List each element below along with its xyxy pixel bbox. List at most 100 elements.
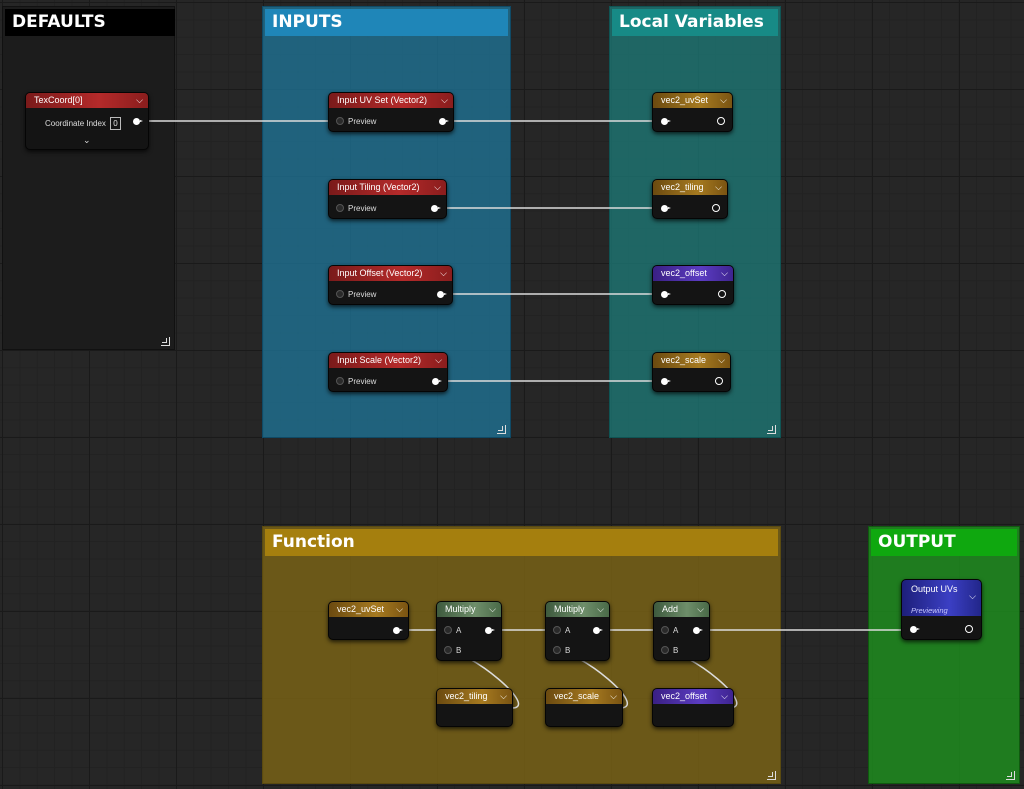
resize-grip-icon[interactable] xyxy=(767,771,776,780)
node-header: Multiply ⌵ xyxy=(437,602,501,617)
comment-title-inputs: INPUTS xyxy=(265,9,508,36)
input-pin-icon[interactable] xyxy=(661,205,671,212)
input-pin-a-icon[interactable] xyxy=(661,626,669,634)
chevron-down-icon[interactable]: ⌵ xyxy=(441,95,448,105)
node-header: Input Offset (Vector2) ⌵ xyxy=(329,266,452,281)
input-node-scale[interactable]: Input Scale (Vector2) ⌵ Preview xyxy=(328,352,448,392)
add-node[interactable]: Add ⌵ A B xyxy=(653,601,710,661)
node-header: TexCoord[0] ⌵ xyxy=(26,93,148,108)
input-node-tiling[interactable]: Input Tiling (Vector2) ⌵ Preview xyxy=(328,179,447,219)
node-header: Output UVs Previewing ⌵ xyxy=(902,580,981,616)
node-title: Input UV Set (Vector2) xyxy=(337,95,428,105)
input-pin-icon[interactable] xyxy=(910,626,920,633)
multiply-node-1[interactable]: Multiply ⌵ A B xyxy=(436,601,502,661)
output-pin-icon[interactable] xyxy=(965,625,973,633)
chevron-down-icon[interactable]: ⌵ xyxy=(435,355,442,365)
get-node-scale[interactable]: vec2_scale ⌵ xyxy=(545,688,623,727)
preview-pin-icon[interactable] xyxy=(336,117,344,125)
output-pin-icon[interactable] xyxy=(718,290,726,298)
node-header: Add ⌵ xyxy=(654,602,709,617)
resize-grip-icon[interactable] xyxy=(497,425,506,434)
node-header: Multiply ⌵ xyxy=(546,602,609,617)
node-subtitle: Previewing xyxy=(911,606,948,615)
comment-output[interactable]: OUTPUT xyxy=(868,526,1020,784)
input-pin-a-icon[interactable] xyxy=(444,626,452,634)
local-var-node-tiling[interactable]: vec2_tiling ⌵ xyxy=(652,179,728,219)
texcoord-node[interactable]: TexCoord[0] ⌵ Coordinate Index 0 ⌄ xyxy=(25,92,149,150)
preview-pin-icon[interactable] xyxy=(336,377,344,385)
chevron-down-icon[interactable]: ⌵ xyxy=(500,691,507,701)
input-pin-a-icon[interactable] xyxy=(553,626,561,634)
node-header: vec2_tiling ⌵ xyxy=(653,180,727,195)
output-pin-icon[interactable] xyxy=(393,627,403,634)
comment-title-function: Function xyxy=(265,529,778,556)
input-pin-b-icon[interactable] xyxy=(444,646,452,654)
preview-label: Preview xyxy=(348,377,377,386)
local-var-node-offset[interactable]: vec2_offset ⌵ xyxy=(652,265,734,305)
input-node-offset[interactable]: Input Offset (Vector2) ⌵ Preview xyxy=(328,265,453,305)
output-pin-icon[interactable] xyxy=(439,118,449,125)
preview-pin-icon[interactable] xyxy=(336,290,344,298)
chevron-down-icon[interactable]: ⌄ xyxy=(83,135,91,145)
output-pin-icon[interactable] xyxy=(133,118,143,125)
input-pin-b-icon[interactable] xyxy=(553,646,561,654)
node-header: vec2_uvSet ⌵ xyxy=(329,602,408,617)
chevron-down-icon[interactable]: ⌵ xyxy=(610,691,617,701)
node-header: Input UV Set (Vector2) ⌵ xyxy=(329,93,453,108)
output-pin-icon[interactable] xyxy=(437,291,447,298)
output-pin-icon[interactable] xyxy=(717,117,725,125)
resize-grip-icon[interactable] xyxy=(161,337,170,346)
multiply-node-2[interactable]: Multiply ⌵ A B xyxy=(545,601,610,661)
input-pin-icon[interactable] xyxy=(661,378,671,385)
node-title: vec2_tiling xyxy=(661,182,704,192)
pin-label-a: A xyxy=(456,626,462,635)
preview-pin-icon[interactable] xyxy=(336,204,344,212)
chevron-down-icon[interactable]: ⌵ xyxy=(396,604,403,614)
chevron-down-icon[interactable]: ⌵ xyxy=(489,604,496,614)
output-pin-icon[interactable] xyxy=(715,377,723,385)
get-node-tiling[interactable]: vec2_tiling ⌵ xyxy=(436,688,513,727)
input-pin-b-icon[interactable] xyxy=(661,646,669,654)
output-pin-icon[interactable] xyxy=(485,627,495,634)
get-node-uvset[interactable]: vec2_uvSet ⌵ xyxy=(328,601,409,640)
chevron-down-icon[interactable]: ⌵ xyxy=(597,604,604,614)
comment-local-variables[interactable]: Local Variables xyxy=(609,6,781,438)
chevron-down-icon[interactable]: ⌵ xyxy=(721,268,728,278)
chevron-down-icon[interactable]: ⌵ xyxy=(697,604,704,614)
chevron-down-icon[interactable]: ⌵ xyxy=(720,95,727,105)
chevron-down-icon[interactable]: ⌵ xyxy=(715,182,722,192)
output-pin-icon[interactable] xyxy=(432,378,442,385)
comment-title-defaults: DEFAULTS xyxy=(5,9,175,36)
input-pin-icon[interactable] xyxy=(661,291,671,298)
output-pin-icon[interactable] xyxy=(693,627,703,634)
node-header: vec2_scale ⌵ xyxy=(546,689,622,704)
chevron-down-icon[interactable]: ⌵ xyxy=(440,268,447,278)
node-title: Input Tiling (Vector2) xyxy=(337,182,420,192)
get-node-offset[interactable]: vec2_offset ⌵ xyxy=(652,688,734,727)
output-pin-icon[interactable] xyxy=(431,205,441,212)
coordinate-index-label: Coordinate Index xyxy=(45,119,106,128)
resize-grip-icon[interactable] xyxy=(1006,771,1015,780)
output-uvs-node[interactable]: Output UVs Previewing ⌵ xyxy=(901,579,982,640)
resize-grip-icon[interactable] xyxy=(767,425,776,434)
chevron-down-icon[interactable]: ⌵ xyxy=(434,182,441,192)
preview-label: Preview xyxy=(348,117,377,126)
coordinate-index-field[interactable]: 0 xyxy=(110,117,121,130)
pin-label-b: B xyxy=(673,646,679,655)
input-pin-icon[interactable] xyxy=(661,118,671,125)
local-var-node-uvset[interactable]: vec2_uvSet ⌵ xyxy=(652,92,733,132)
chevron-down-icon[interactable]: ⌵ xyxy=(136,95,143,105)
chevron-down-icon[interactable]: ⌵ xyxy=(721,691,728,701)
node-title: vec2_scale xyxy=(554,691,600,701)
local-var-node-scale[interactable]: vec2_scale ⌵ xyxy=(652,352,731,392)
node-title: Input Offset (Vector2) xyxy=(337,268,423,278)
node-title: Multiply xyxy=(445,604,476,614)
input-node-uvset[interactable]: Input UV Set (Vector2) ⌵ Preview xyxy=(328,92,454,132)
chevron-down-icon[interactable]: ⌵ xyxy=(718,355,725,365)
comment-defaults[interactable]: DEFAULTS xyxy=(2,6,175,350)
node-header: Input Tiling (Vector2) ⌵ xyxy=(329,180,446,195)
chevron-down-icon[interactable]: ⌵ xyxy=(969,591,976,601)
node-title: Add xyxy=(662,604,679,614)
output-pin-icon[interactable] xyxy=(712,204,720,212)
output-pin-icon[interactable] xyxy=(593,627,603,634)
